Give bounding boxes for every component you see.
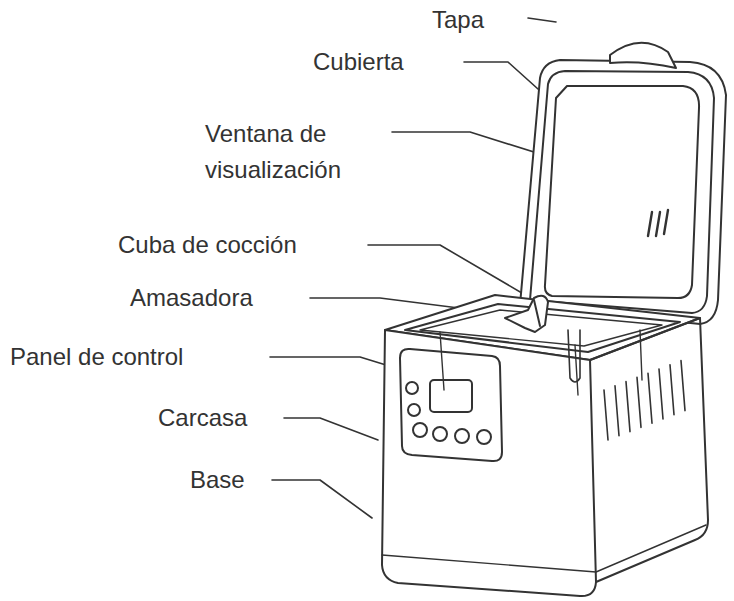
- control-panel: [400, 349, 502, 461]
- part-label: Tapa: [432, 2, 484, 38]
- housing: [382, 295, 708, 596]
- kneading-paddle: [505, 296, 548, 332]
- part-label: Panel de control: [10, 339, 183, 375]
- side-vents: [604, 361, 685, 440]
- part-label: Amasadora: [130, 280, 253, 316]
- part-label: Base: [190, 462, 245, 498]
- part-label: Carcasa: [158, 400, 247, 436]
- part-label: Cubierta: [313, 44, 404, 80]
- part-label: Ventana de visualización: [205, 116, 415, 188]
- part-label: Cuba de cocción: [118, 227, 297, 263]
- lid: [520, 43, 726, 324]
